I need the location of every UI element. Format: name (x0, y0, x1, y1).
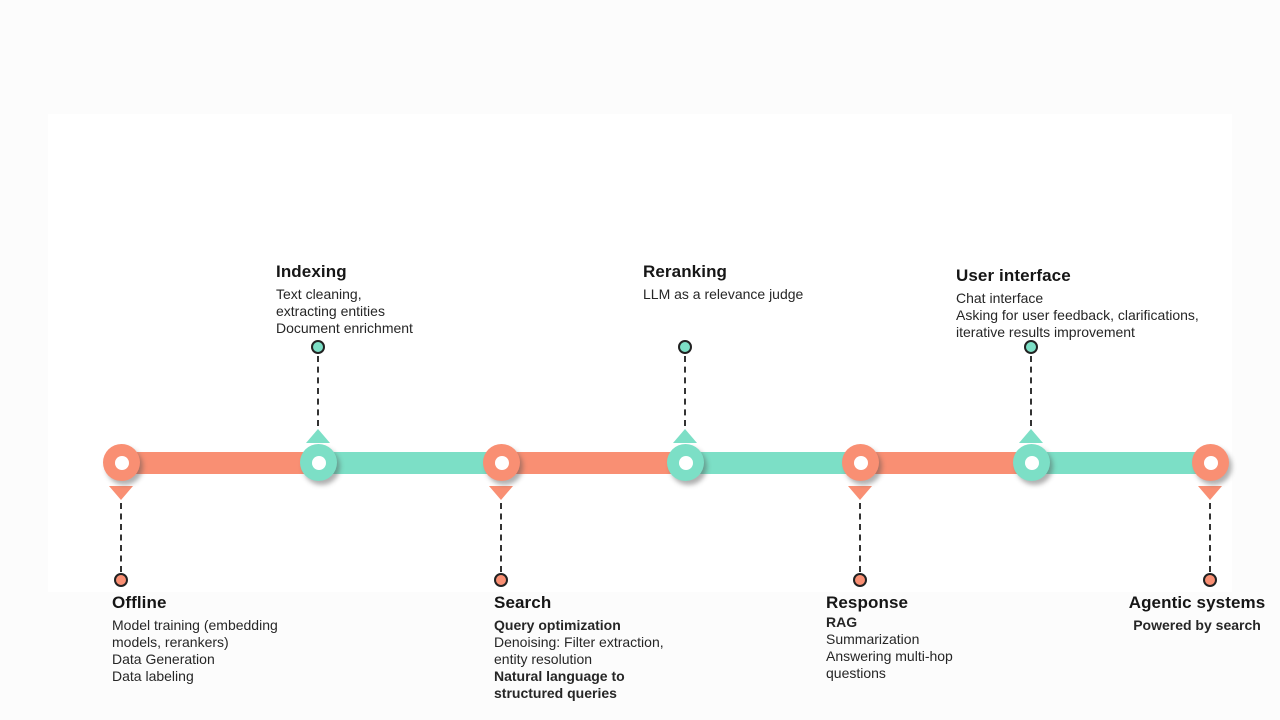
milestone-title: Response (826, 593, 909, 612)
timeline-node-indexing (300, 444, 337, 481)
description-line: Denoising: Filter extraction, (494, 634, 664, 650)
timeline-node-response (842, 444, 879, 481)
description-line: Data Generation (112, 651, 215, 667)
triangle-down-icon (489, 486, 513, 500)
milestone-description: Powered by search (1126, 617, 1268, 634)
connector-dot (494, 573, 508, 587)
description-line: Summarization (826, 631, 920, 647)
milestone-title: Agentic systems (1128, 593, 1266, 612)
connector-line (120, 503, 122, 572)
connector-dot (114, 573, 128, 587)
description-line: Natural language to (494, 668, 625, 684)
connector-line (500, 503, 502, 572)
milestone-indexing: Indexing Text cleaning,extracting entiti… (276, 262, 413, 337)
connector-line (684, 356, 686, 426)
description-line: models, rerankers) (112, 634, 229, 650)
connector-line (317, 356, 319, 426)
description-line: Powered by search (1133, 617, 1261, 633)
timeline-node-agentic (1192, 444, 1229, 481)
timeline-segment (501, 452, 685, 474)
milestone-reranking: Reranking LLM as a relevance judge (643, 262, 803, 303)
timeline-node-reranking (667, 444, 704, 481)
timeline-node-user-interface (1013, 444, 1050, 481)
description-line: Data labeling (112, 668, 194, 684)
timeline-segment (1031, 452, 1210, 474)
connector-dot (311, 340, 325, 354)
description-line: Asking for user feedback, clarifications… (956, 307, 1199, 323)
timeline-node-offline (103, 444, 140, 481)
timeline-segment (318, 452, 501, 474)
timeline-node-search (483, 444, 520, 481)
connector-line (859, 503, 861, 572)
milestone-title: Search (494, 593, 552, 612)
timeline-segment (860, 452, 1031, 474)
connector-dot (678, 340, 692, 354)
description-line: questions (826, 665, 886, 681)
description-line: Query optimization (494, 617, 621, 633)
connector-dot (1203, 573, 1217, 587)
triangle-down-icon (1198, 486, 1222, 500)
triangle-up-icon (306, 429, 330, 443)
connector-dot (1024, 340, 1038, 354)
description-line: LLM as a relevance judge (643, 286, 804, 302)
description-line: Document enrichment (276, 320, 413, 336)
triangle-down-icon (109, 486, 133, 500)
description-line: Text cleaning, (276, 286, 362, 302)
timeline-canvas: Indexing Text cleaning,extracting entiti… (48, 114, 1265, 701)
triangle-down-icon (848, 486, 872, 500)
description-line: Answering multi-hop (826, 648, 953, 664)
description-line: entity resolution (494, 651, 593, 667)
triangle-up-icon (673, 429, 697, 443)
description-line: structured queries (494, 685, 617, 701)
connector-line (1030, 356, 1032, 426)
connector-line (1209, 503, 1211, 572)
description-line: iterative results improvement (956, 324, 1135, 340)
description-line: extracting entities (276, 303, 385, 319)
description-line: RAG (826, 614, 858, 630)
connector-dot (853, 573, 867, 587)
milestone-description: LLM as a relevance judge (643, 286, 803, 303)
description-line: Chat interface (956, 290, 1044, 306)
milestone-title: Reranking (643, 262, 728, 281)
milestone-title: User interface (956, 266, 1071, 285)
timeline-segment (121, 452, 318, 474)
milestone-title: Indexing (276, 262, 347, 281)
milestone-title: Offline (112, 593, 167, 612)
milestone-agentic-systems: Agentic systems Powered by search (1126, 593, 1268, 634)
timeline-segment (685, 452, 860, 474)
triangle-up-icon (1019, 429, 1043, 443)
description-line: Model training (embedding (112, 617, 278, 633)
